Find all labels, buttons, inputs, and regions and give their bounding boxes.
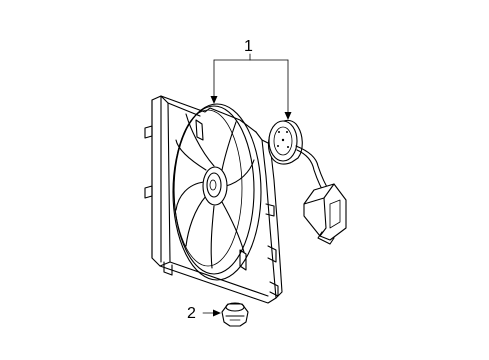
fan-motor bbox=[267, 119, 303, 165]
callout-2-leader bbox=[202, 309, 221, 317]
callout-1-leader bbox=[210, 53, 292, 120]
callout-label-2: 2 bbox=[187, 305, 196, 322]
arrow-to-clip bbox=[213, 309, 221, 317]
arrow-to-shroud bbox=[210, 96, 218, 104]
retainer-clip bbox=[221, 302, 249, 327]
callout-label-1: 1 bbox=[244, 38, 253, 55]
fan-blade-assembly bbox=[172, 103, 262, 281]
arrow-to-motor bbox=[284, 112, 292, 120]
wiring-harness bbox=[295, 145, 347, 245]
fan-shroud bbox=[144, 95, 283, 304]
